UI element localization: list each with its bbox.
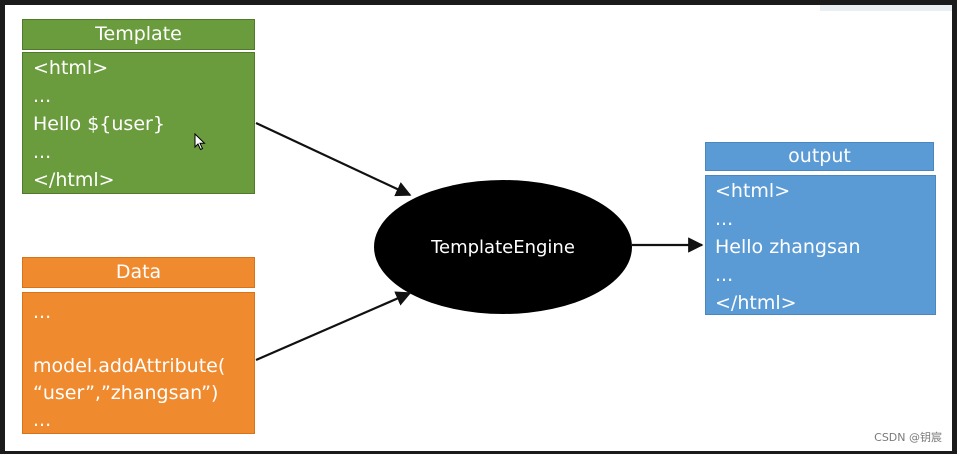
template-body: <html> ... Hello ${user} ... </html> bbox=[22, 52, 255, 194]
template-line: <html> bbox=[33, 57, 109, 79]
output-line: ... bbox=[715, 208, 734, 230]
template-line: Hello ${user} bbox=[33, 113, 165, 135]
slide-canvas: Template <html> ... Hello ${user} ... </… bbox=[5, 5, 952, 451]
output-line: ... bbox=[715, 264, 734, 286]
template-engine-label: TemplateEngine bbox=[431, 236, 575, 258]
data-line bbox=[33, 326, 244, 353]
template-line: ... bbox=[33, 141, 52, 163]
template-engine-node: TemplateEngine bbox=[374, 180, 632, 314]
data-body: ... model.addAttribute( “user”,”zhangsan… bbox=[22, 292, 255, 434]
data-header: Data bbox=[22, 257, 255, 288]
top-strip bbox=[820, 5, 952, 11]
data-line: model.addAttribute( bbox=[33, 355, 226, 377]
mouse-cursor-icon bbox=[194, 133, 206, 151]
watermark: CSDN @钥宸 bbox=[874, 431, 942, 444]
output-body: <html> ... Hello zhangsan ... </html> bbox=[705, 175, 936, 315]
output-title: output bbox=[788, 145, 851, 167]
template-title: Template bbox=[95, 23, 182, 45]
template-line: ... bbox=[33, 85, 52, 107]
template-line: </html> bbox=[33, 169, 115, 191]
output-line: Hello zhangsan bbox=[715, 236, 861, 258]
data-line: ... bbox=[33, 301, 52, 323]
arrow-template-to-engine bbox=[255, 122, 412, 197]
arrow-data-to-engine bbox=[255, 291, 412, 362]
output-line: </html> bbox=[715, 292, 797, 314]
template-header: Template bbox=[22, 19, 255, 50]
output-header: output bbox=[705, 142, 934, 171]
data-line: “user”,”zhangsan”) bbox=[33, 382, 219, 404]
output-line: <html> bbox=[715, 180, 791, 202]
data-line: ... bbox=[33, 409, 52, 431]
data-title: Data bbox=[115, 261, 162, 283]
